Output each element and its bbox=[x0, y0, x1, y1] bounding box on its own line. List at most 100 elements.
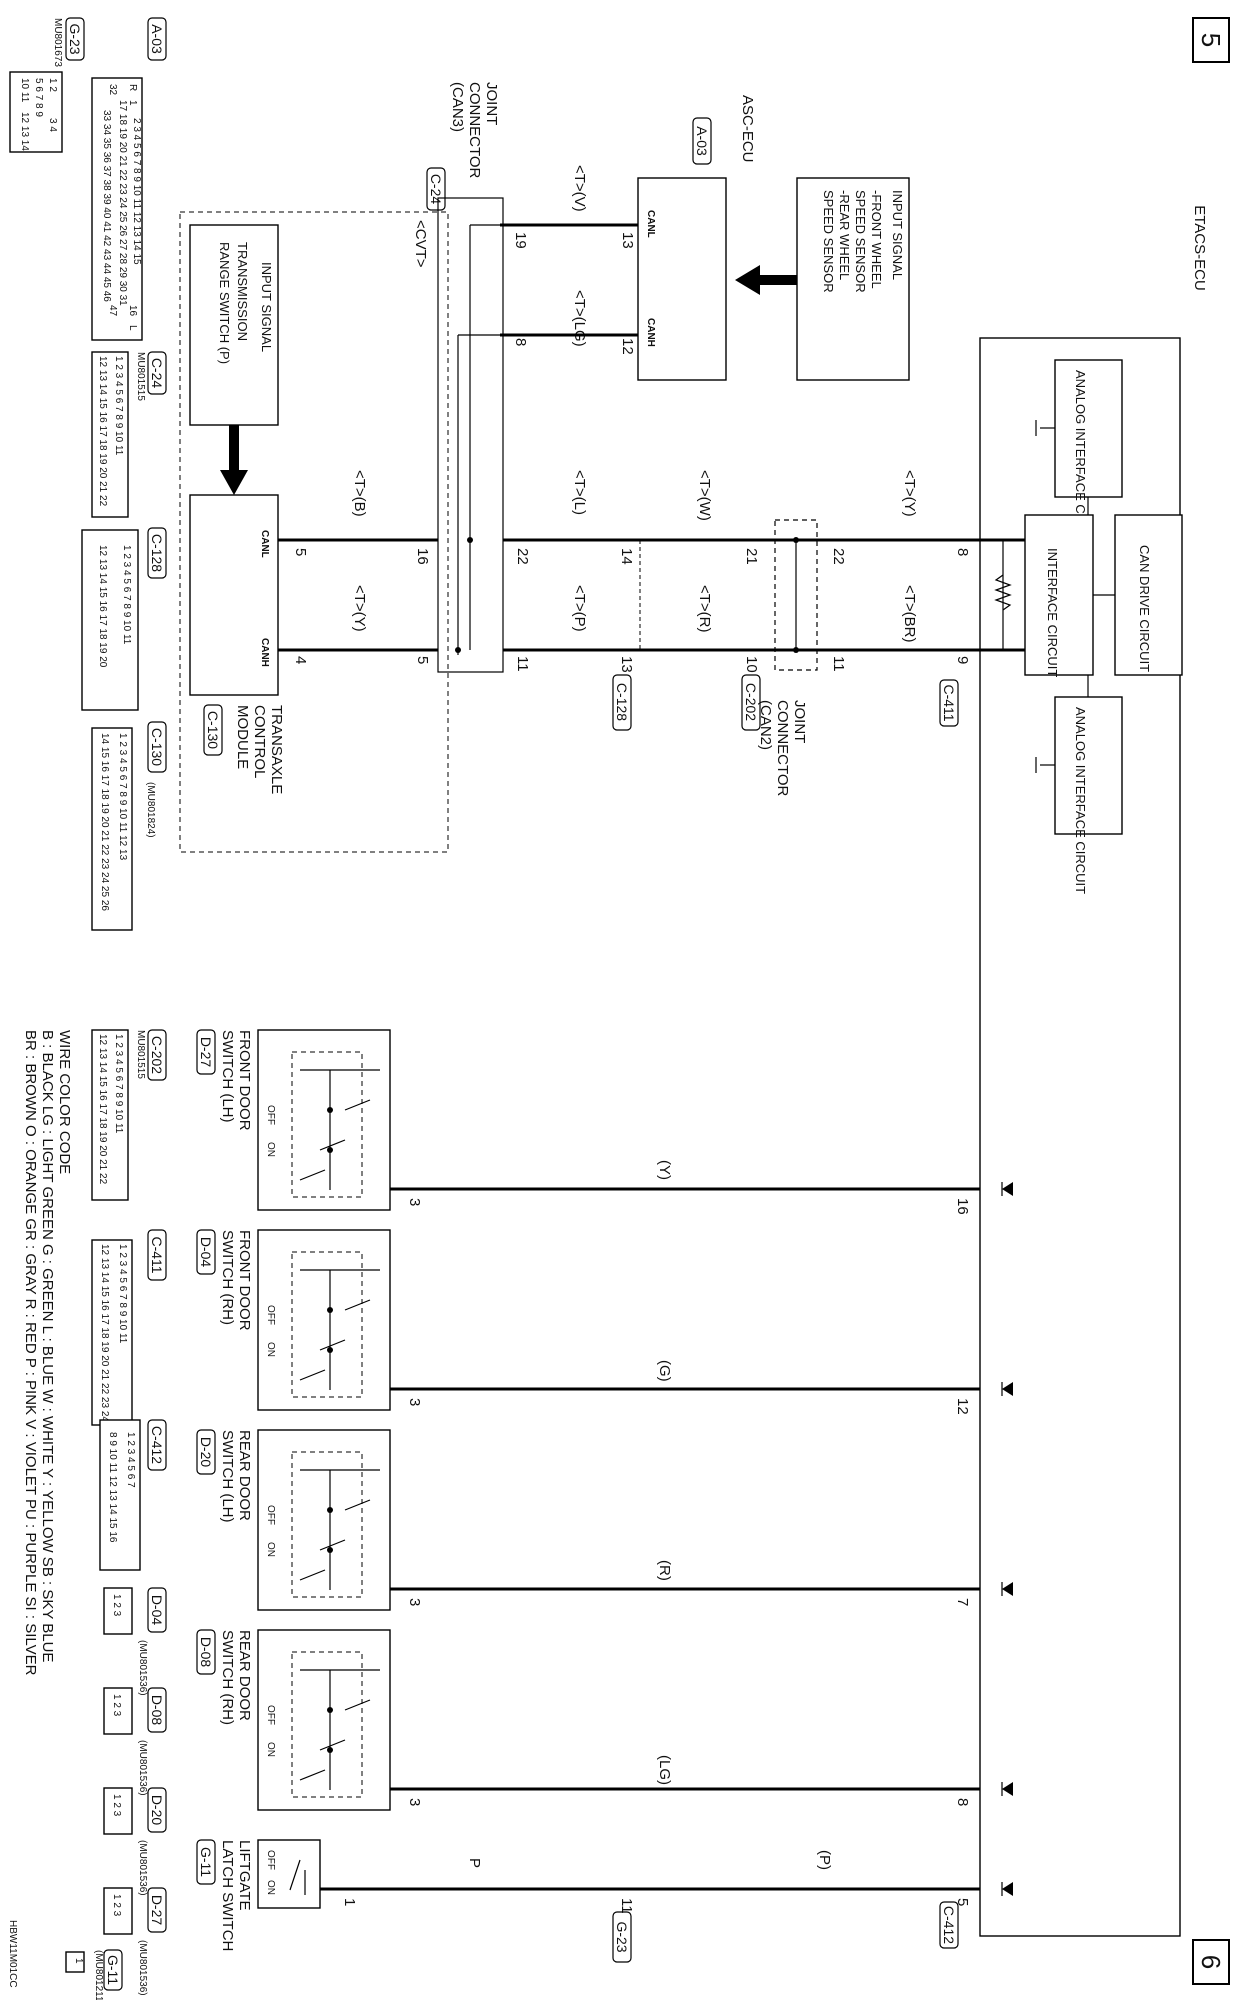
c411-view-tag bbox=[147, 1229, 167, 1281]
legend-title: WIRE COLOR CODE bbox=[56, 1030, 73, 1174]
c24-view-tag bbox=[147, 351, 167, 395]
switch-contacts-front-lh bbox=[299, 1069, 380, 1190]
asc-canh: CANH bbox=[645, 318, 656, 347]
cvt-dashed-outline bbox=[179, 211, 449, 853]
can3-box bbox=[437, 197, 504, 673]
can3-line3: (CAN3) bbox=[449, 82, 466, 132]
termination-resistor bbox=[994, 574, 1012, 611]
cvt-block: <CVT> INPUT SIGNAL TRANSMISSION RANGE SW… bbox=[179, 211, 449, 853]
prev-page-marker: 5 bbox=[1196, 33, 1226, 47]
g23-view-part: MU801673 bbox=[52, 18, 63, 67]
switch-contacts-rear-lh bbox=[299, 1469, 380, 1590]
wire-h-mid: <T>(R) bbox=[696, 585, 713, 633]
d08-view-tag bbox=[147, 1687, 167, 1733]
tag-front-lh bbox=[196, 1029, 216, 1075]
asc-input-line1: -FRONT WHEEL bbox=[869, 190, 884, 289]
d04-pins: 1 2 3 bbox=[111, 1594, 122, 1617]
etacs-title: ETACS-ECU bbox=[1191, 205, 1208, 291]
g11-pins: 1 bbox=[73, 1958, 84, 1964]
g23-row1: 1 2 bbox=[47, 78, 58, 92]
asc-wire-canh: <T>(LG) bbox=[571, 290, 588, 347]
name2-front-rh: SWITCH (RH) bbox=[219, 1230, 236, 1325]
on-rear-lh: ON bbox=[265, 1542, 276, 1557]
off-liftgate: OFF bbox=[265, 1850, 276, 1870]
name1-rear-lh: REAR DOOR bbox=[236, 1430, 253, 1521]
a03-p-47: 47 bbox=[107, 305, 118, 317]
c130-view-code: C-130 bbox=[149, 728, 165, 766]
g23-tag-label: G-23 bbox=[614, 1921, 630, 1952]
d04-view bbox=[103, 1587, 133, 1635]
door-switch-rear-lh: (R) 7 3 OFF ON REAR DOOR SWITCH (LH) D-2… bbox=[196, 1429, 980, 1611]
off-front-lh: OFF bbox=[265, 1105, 276, 1125]
can3-pin-11: 11 bbox=[514, 656, 531, 672]
d04-view-part: (MU801536) bbox=[137, 1640, 148, 1696]
c128-tag-label: C-128 bbox=[614, 683, 630, 721]
c411-view bbox=[91, 1239, 133, 1426]
liftgate-name2: LATCH SWITCH bbox=[219, 1840, 236, 1951]
wire-l-lower: <T>(L) bbox=[571, 470, 588, 515]
d27-view-code: D-27 bbox=[149, 1895, 165, 1926]
c202-row2: 12 13 14 15 16 17 18 19 20 21 22 bbox=[97, 1034, 108, 1185]
asc-pin-canl: 13 bbox=[619, 232, 636, 249]
conn-front-lh: D-27 bbox=[198, 1037, 214, 1068]
c412-row2: 8 9 10 11 12 13 14 15 16 bbox=[107, 1432, 118, 1543]
can3-line1: JOINT bbox=[483, 82, 500, 125]
sw-pin-rear-lh: 3 bbox=[406, 1598, 423, 1606]
g23-row3: 10 11 bbox=[19, 78, 30, 103]
range-switch-input-box bbox=[189, 224, 279, 426]
tcm-wire-canh: <T>(Y) bbox=[351, 585, 368, 632]
c128-row1: 1 2 3 4 5 6 7 8 9 10 11 bbox=[121, 545, 132, 645]
switch-box-rear-rh bbox=[257, 1629, 391, 1811]
can2-line3: (CAN2) bbox=[757, 700, 774, 750]
asc-pin-canh: 12 bbox=[619, 338, 636, 355]
tcm-box bbox=[189, 494, 279, 696]
on-front-lh: ON bbox=[265, 1142, 276, 1157]
wire-h-lower: <T>(P) bbox=[571, 585, 588, 632]
g11-view-tag bbox=[103, 1949, 123, 1991]
name2-rear-rh: SWITCH (RH) bbox=[219, 1630, 236, 1725]
ecu-pin-rear-lh: 7 bbox=[954, 1598, 971, 1606]
door-switch-rear-rh: (LG) 8 3 OFF ON REAR DOOR SWITCH (RH) D-… bbox=[196, 1629, 980, 1811]
legend-row2: BR : BROWN O : ORANGE GR : GRAY R : RED … bbox=[22, 1030, 39, 1676]
can2-box bbox=[774, 519, 818, 671]
figure-code: HBW11M01CC bbox=[7, 1920, 18, 1988]
can3-line2: CONNECTOR bbox=[466, 82, 483, 179]
c128-pin-h: 13 bbox=[618, 656, 635, 673]
cvt-label: <CVT> bbox=[412, 220, 429, 268]
c130-view-part: (MU801824) bbox=[145, 782, 156, 838]
on-front-rh: ON bbox=[265, 1342, 276, 1357]
c24-row2: 12 13 14 15 16 17 18 19 20 21 22 bbox=[97, 356, 108, 507]
d20-pins: 1 2 3 bbox=[111, 1794, 122, 1817]
a03-row2: 17 18 19 20 21 22 23 24 25 26 27 28 29 3… bbox=[117, 100, 128, 306]
tag-liftgate bbox=[196, 1839, 216, 1885]
d27-view-part: (MU801536) bbox=[137, 1940, 148, 1996]
d27-pins: 1 2 3 bbox=[111, 1894, 122, 1917]
switch-box-rear-lh bbox=[257, 1429, 391, 1611]
d08-pins: 1 2 3 bbox=[111, 1694, 122, 1717]
name2-front-lh: SWITCH (LH) bbox=[219, 1030, 236, 1123]
switch-contacts-rear-rh bbox=[299, 1669, 380, 1790]
c24-tag bbox=[426, 167, 446, 211]
asc-ecu: INPUT SIGNAL -FRONT WHEEL SPEED SENSOR -… bbox=[500, 95, 910, 381]
c130-tag bbox=[203, 704, 223, 756]
c202-tag bbox=[741, 674, 761, 731]
can2-pin-21: 21 bbox=[743, 548, 760, 565]
a03-row1: 2 3 4 5 6 7 8 9 10 11 12 13 14 15 bbox=[131, 118, 142, 265]
tag-front-rh bbox=[196, 1229, 216, 1275]
g11-view-part: (MU801211) bbox=[93, 1950, 104, 2000]
d20-view-part: (MU801536) bbox=[137, 1840, 148, 1896]
on-rear-rh: ON bbox=[265, 1742, 276, 1757]
a03-view-code: A-03 bbox=[149, 24, 165, 54]
tcm-line1: TRANSAXLE bbox=[268, 705, 285, 794]
sw-pin-liftgate: 1 bbox=[341, 1898, 358, 1906]
switch-box-front-rh bbox=[257, 1229, 391, 1411]
c128-view-tag bbox=[147, 527, 167, 579]
d20-view-tag bbox=[147, 1787, 167, 1833]
can3-pin-22: 22 bbox=[514, 548, 531, 565]
name2-rear-lh: SWITCH (LH) bbox=[219, 1430, 236, 1523]
tcm-pin-canl: 5 bbox=[292, 548, 309, 556]
sw-pin-front-rh: 3 bbox=[406, 1398, 423, 1406]
tag-rear-lh bbox=[196, 1429, 216, 1475]
can2-pin-10: 10 bbox=[743, 656, 760, 673]
can2-pin-11: 11 bbox=[830, 656, 847, 672]
